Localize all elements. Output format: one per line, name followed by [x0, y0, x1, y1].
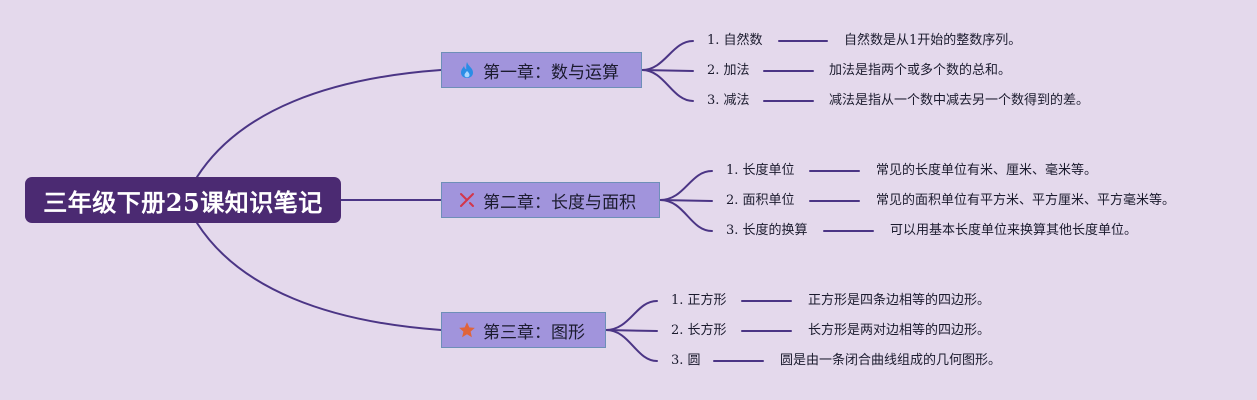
fire-icon	[458, 61, 476, 79]
edge-ch1-item-3	[641, 69, 694, 102]
chapter-1-item-1-label[interactable]: 1. 自然数	[707, 33, 763, 48]
ruler-pencil-icon	[458, 191, 476, 209]
chapter-1-item-1-desc[interactable]: 自然数是从1开始的整数序列。	[844, 33, 1022, 48]
chapter-2-topic[interactable]: 第二章：长度与面积	[441, 182, 660, 218]
chapter-1-item-3-desc[interactable]: 减法是指从一个数中减去另一个数得到的差。	[829, 93, 1090, 108]
edge-ch1-item-2	[641, 69, 694, 72]
chapter-1-title: 第一章：数与运算	[483, 62, 619, 83]
chapter-2-item-1-desc[interactable]: 常见的长度单位有米、厘米、毫米等。	[876, 163, 1098, 178]
edge-root-chapter-1	[196, 69, 442, 178]
chapter-1-item-2-desc[interactable]: 加法是指两个或多个数的总和。	[829, 63, 1012, 78]
chapter-2-item-3-desc[interactable]: 可以用基本长度单位来换算其他长度单位。	[890, 223, 1138, 238]
chapter-2-item-2-desc[interactable]: 常见的面积单位有平方米、平方厘米、平方毫米等。	[876, 193, 1176, 208]
chapter-3-item-2-label[interactable]: 2. 长方形	[671, 323, 727, 338]
chapter-3-item-3-label[interactable]: 3. 圆	[671, 353, 701, 368]
chapter-3-item-3-desc[interactable]: 圆是由一条闭合曲线组成的几何图形。	[780, 353, 1002, 368]
chapter-2-item-3-label[interactable]: 3. 长度的换算	[726, 223, 808, 238]
edge-ch3-item-1	[605, 300, 658, 331]
edge-ch3-item-3	[605, 329, 658, 362]
chapter-1-item-2-label[interactable]: 2. 加法	[707, 63, 750, 78]
edge-ch3-item-2	[605, 329, 658, 332]
chapter-3-title: 第三章：图形	[483, 322, 585, 343]
star-icon	[458, 321, 476, 339]
chapter-2-title: 第二章：长度与面积	[483, 192, 636, 213]
edge-ch2-item-3	[659, 199, 713, 232]
edge-ch2-item-1	[659, 170, 713, 201]
chapter-2-item-1-label[interactable]: 1. 长度单位	[726, 163, 795, 178]
edge-root-chapter-3	[196, 222, 442, 331]
chapter-2-item-2-label[interactable]: 2. 面积单位	[726, 193, 795, 208]
chapter-3-item-2-desc[interactable]: 长方形是两对边相等的四边形。	[808, 323, 991, 338]
chapter-3-item-1-desc[interactable]: 正方形是四条边相等的四边形。	[808, 293, 991, 308]
edge-ch1-item-1	[641, 40, 694, 71]
edge-ch2-item-2	[659, 199, 713, 202]
root-topic[interactable]: 三年级下册25课知识笔记	[25, 177, 341, 223]
chapter-1-topic[interactable]: 第一章：数与运算	[441, 52, 642, 88]
chapter-3-item-1-label[interactable]: 1. 正方形	[671, 293, 727, 308]
chapter-3-topic[interactable]: 第三章：图形	[441, 312, 606, 348]
chapter-1-item-3-label[interactable]: 3. 减法	[707, 93, 750, 108]
